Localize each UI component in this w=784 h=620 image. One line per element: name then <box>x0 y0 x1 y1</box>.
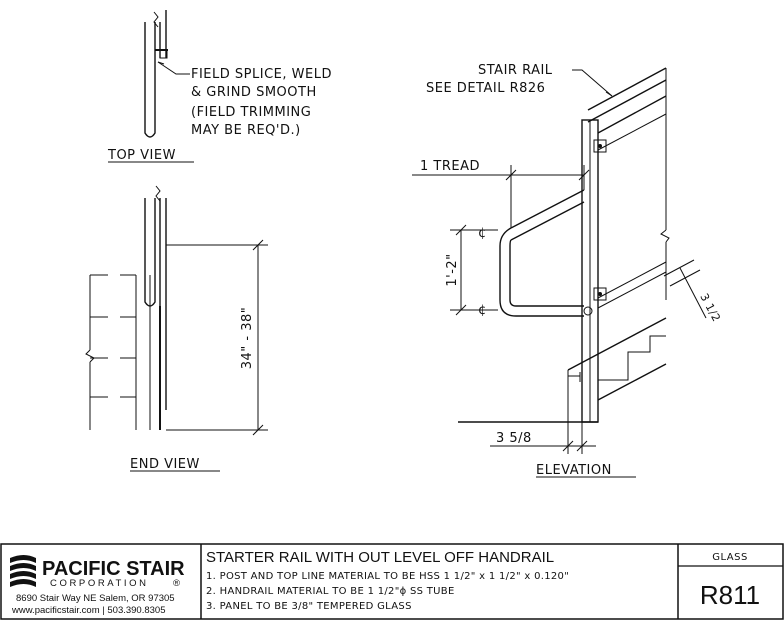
sheet-number: R811 <box>700 580 760 610</box>
drawing-category: GLASS <box>712 552 748 563</box>
end-view: 34" - 38" END VIEW <box>85 185 268 472</box>
centerline-symbol-upper: ¢ <box>478 226 487 241</box>
drawing-title: STARTER RAIL WITH OUT LEVEL OFF HANDRAIL <box>206 549 554 566</box>
end-view-title: END VIEW <box>130 457 200 472</box>
note-2: 2. HANDRAIL MATERIAL TO BE 1 1/2"ϕ SS TU… <box>206 586 455 597</box>
company-name: PACIFIC STAIR <box>42 558 185 580</box>
post-width-dimension: 3 5/8 <box>496 431 532 446</box>
handrail-height-dimension: 1'-2" <box>445 253 460 286</box>
top-view-note-line-3: (FIELD TRIMMING <box>191 105 311 120</box>
company-contact: www.pacificstair.com | 503.390.8305 <box>11 605 166 616</box>
top-view-note-line-1: FIELD SPLICE, WELD <box>191 67 332 82</box>
company-address: 8690 Stair Way NE Salem, OR 97305 <box>16 593 175 604</box>
stair-rail-label-line-1: STAIR RAIL <box>478 63 553 78</box>
centerline-symbol-lower: ¢ <box>478 303 487 318</box>
note-3: 3. PANEL TO BE 3/8" TEMPERED GLASS <box>206 601 412 612</box>
top-view: FIELD SPLICE, WELD & GRIND SMOOTH (FIELD… <box>107 10 332 163</box>
top-view-title: TOP VIEW <box>107 148 176 163</box>
title-block: PACIFIC STAIR CORPORATION ® 8690 Stair W… <box>0 543 784 620</box>
company-logo <box>10 555 36 587</box>
stair-rail-label-line-2: SEE DETAIL R826 <box>426 81 545 96</box>
note-1: 1. POST AND TOP LINE MATERIAL TO BE HSS … <box>206 571 569 582</box>
elevation-view: STAIR RAIL SEE DETAIL R826 <box>412 63 723 478</box>
top-view-note-line-2: & GRIND SMOOTH <box>191 85 317 100</box>
registered-mark: ® <box>173 578 180 589</box>
tread-dimension-label: 1 TREAD <box>420 159 480 174</box>
end-view-height-dimension: 34" - 38" <box>240 307 255 370</box>
elevation-title: ELEVATION <box>536 463 612 478</box>
company-subname: CORPORATION <box>50 578 149 589</box>
top-view-note-line-4: MAY BE REQ'D.) <box>191 123 301 138</box>
